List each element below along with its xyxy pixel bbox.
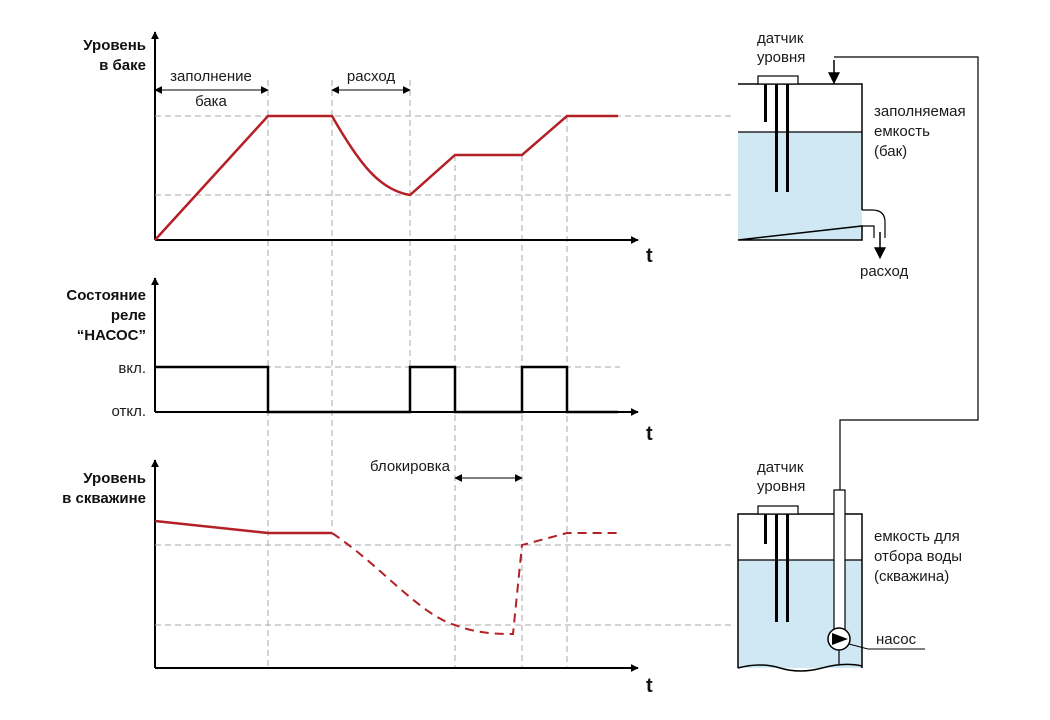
- well-level-ylabel-line2: в скважине: [62, 490, 146, 507]
- pump-label: насос: [876, 631, 917, 648]
- tank-electrode-2: [775, 84, 778, 192]
- fill-label-line1: заполнение: [170, 68, 252, 85]
- tank-sensor-head: [757, 75, 799, 85]
- tank-label-line2: емкость: [874, 123, 930, 140]
- outflow-pipe-top: [862, 209, 886, 238]
- well-sensor-label-line2: уровня: [757, 478, 805, 495]
- well-pipe: [833, 489, 846, 631]
- well-level-curve-solid: [154, 519, 332, 535]
- well-level-graph: Уровень в скважине t блокировка: [62, 458, 735, 697]
- discharge-label: расход: [347, 68, 396, 85]
- well-body: [737, 513, 863, 668]
- relay-on-label: вкл.: [118, 360, 146, 377]
- well-electrode-2: [775, 514, 778, 622]
- well-label-line3: (скважина): [874, 568, 949, 585]
- well-sensor-label-line1: датчик: [757, 459, 804, 476]
- relay-state-curve: [155, 365, 618, 414]
- well-label-line1: емкость для: [874, 528, 960, 545]
- tank-level-ylabel-line2: в баке: [99, 57, 146, 74]
- tank-level-xlabel: t: [646, 245, 653, 267]
- tank-electrode-1: [764, 84, 767, 122]
- relay-off-label: откл.: [111, 403, 146, 420]
- tank-water: [738, 132, 862, 240]
- pump-leader-line: [848, 643, 925, 650]
- tank-level-graph: Уровень в баке t заполнение бака расход: [83, 31, 735, 267]
- well-bottom-break: [737, 663, 863, 672]
- outflow-pipe-bottom: [862, 225, 875, 238]
- relay-ylabel-line3: “НАСОС”: [77, 327, 146, 344]
- well-level-curve-dashed: [331, 532, 618, 636]
- relay-ylabel-line1: Состояние: [66, 287, 146, 304]
- tank-level-ylabel-line1: Уровень: [83, 37, 146, 54]
- well-schematic: датчик уровня емкость для отбора воды (с…: [737, 459, 962, 672]
- well-electrode-3: [786, 514, 789, 622]
- relay-xlabel: t: [646, 423, 653, 445]
- well-level-xlabel: t: [646, 675, 653, 697]
- pump-triangle: [832, 633, 848, 645]
- well-electrode-1: [764, 514, 767, 544]
- tank-outflow-label: расход: [860, 263, 909, 280]
- well-level-ylabel-line1: Уровень: [83, 470, 146, 487]
- fill-label-line2: бака: [195, 93, 227, 110]
- relay-ylabel-line2: реле: [111, 307, 146, 324]
- relay-state-graph: Состояние реле “НАСОС” t вкл. откл.: [66, 277, 653, 445]
- tank-sensor-label-line2: уровня: [757, 49, 805, 66]
- well-sensor-head: [757, 505, 799, 515]
- well-label-line2: отбора воды: [874, 548, 962, 565]
- tank-level-curve: [154, 114, 618, 241]
- tank-sensor-label-line1: датчик: [757, 30, 804, 47]
- tank-label-line1: заполняемая: [874, 103, 966, 120]
- tank-label-line3: (бак): [874, 143, 907, 160]
- tank-electrode-3: [786, 84, 789, 192]
- block-label: блокировка: [370, 458, 451, 475]
- supply-pipe: [834, 56, 979, 490]
- tank-schematic: датчик уровня заполняемая емкость (бак) …: [737, 30, 966, 280]
